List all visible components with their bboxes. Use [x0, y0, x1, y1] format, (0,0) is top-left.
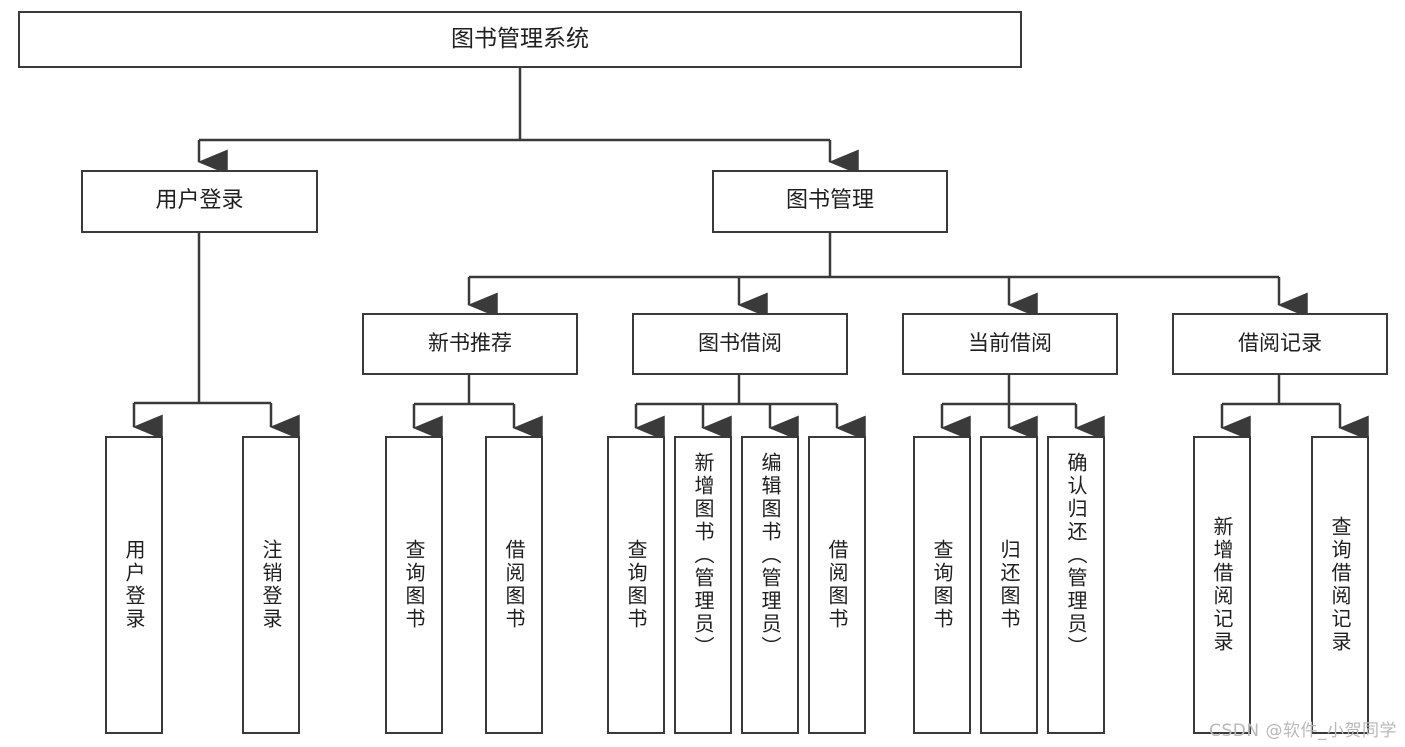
node-book-borrow[interactable]: 图书借阅 [632, 313, 848, 375]
node-new-book-recommend[interactable]: 新书推荐 [362, 313, 578, 375]
leaf-user-login-logout[interactable]: 注销登录 [242, 436, 300, 734]
leaf-borrow-borrow-book[interactable]: 借阅图书 [808, 436, 866, 734]
node-current-borrow-label: 当前借阅 [968, 331, 1052, 356]
node-root[interactable]: 图书管理系统 [18, 11, 1022, 68]
node-borrow-record-label: 借阅记录 [1238, 331, 1322, 356]
node-borrow-record[interactable]: 借阅记录 [1172, 313, 1388, 375]
leaf-recommend-borrow-book-label: 借阅图书 [502, 539, 526, 631]
leaf-borrow-query-book[interactable]: 查询图书 [607, 436, 665, 734]
leaf-borrow-edit-book-admin-label: 编辑图书（管理员） [758, 452, 782, 659]
leaf-record-query-record-label: 查询借阅记录 [1328, 516, 1352, 654]
leaf-record-query-record[interactable]: 查询借阅记录 [1311, 436, 1369, 734]
leaf-current-confirm-return-admin[interactable]: 确认归还（管理员） [1047, 436, 1105, 734]
leaf-record-add-record[interactable]: 新增借阅记录 [1193, 436, 1251, 734]
leaf-user-login-login-label: 用户登录 [122, 539, 146, 631]
node-current-borrow[interactable]: 当前借阅 [902, 313, 1118, 375]
leaf-current-query-book-label: 查询图书 [930, 539, 954, 631]
node-root-label: 图书管理系统 [451, 25, 589, 52]
leaf-current-return-book[interactable]: 归还图书 [980, 436, 1038, 734]
leaf-current-return-book-label: 归还图书 [997, 539, 1021, 631]
leaf-borrow-query-book-label: 查询图书 [624, 539, 648, 631]
node-book-borrow-label: 图书借阅 [698, 331, 782, 356]
leaf-record-add-record-label: 新增借阅记录 [1210, 516, 1234, 654]
node-new-book-recommend-label: 新书推荐 [428, 331, 512, 356]
leaf-recommend-query-book[interactable]: 查询图书 [385, 436, 443, 734]
leaf-user-login-logout-label: 注销登录 [259, 539, 283, 631]
leaf-borrow-add-book-admin[interactable]: 新增图书（管理员） [674, 436, 732, 734]
leaf-borrow-add-book-admin-label: 新增图书（管理员） [691, 452, 715, 659]
node-user-login[interactable]: 用户登录 [81, 170, 318, 233]
leaf-recommend-query-book-label: 查询图书 [402, 539, 426, 631]
leaf-user-login-login[interactable]: 用户登录 [105, 436, 163, 734]
leaf-recommend-borrow-book[interactable]: 借阅图书 [485, 436, 543, 734]
leaf-current-query-book[interactable]: 查询图书 [913, 436, 971, 734]
leaf-current-confirm-return-admin-label: 确认归还（管理员） [1064, 452, 1088, 659]
leaf-borrow-borrow-book-label: 借阅图书 [825, 539, 849, 631]
csdn-watermark: CSDN @软件_小贺同学 [1209, 721, 1397, 741]
node-book-management-label: 图书管理 [785, 188, 874, 214]
node-user-login-label: 用户登录 [155, 188, 244, 214]
leaf-borrow-edit-book-admin[interactable]: 编辑图书（管理员） [741, 436, 799, 734]
node-book-management[interactable]: 图书管理 [712, 170, 948, 233]
